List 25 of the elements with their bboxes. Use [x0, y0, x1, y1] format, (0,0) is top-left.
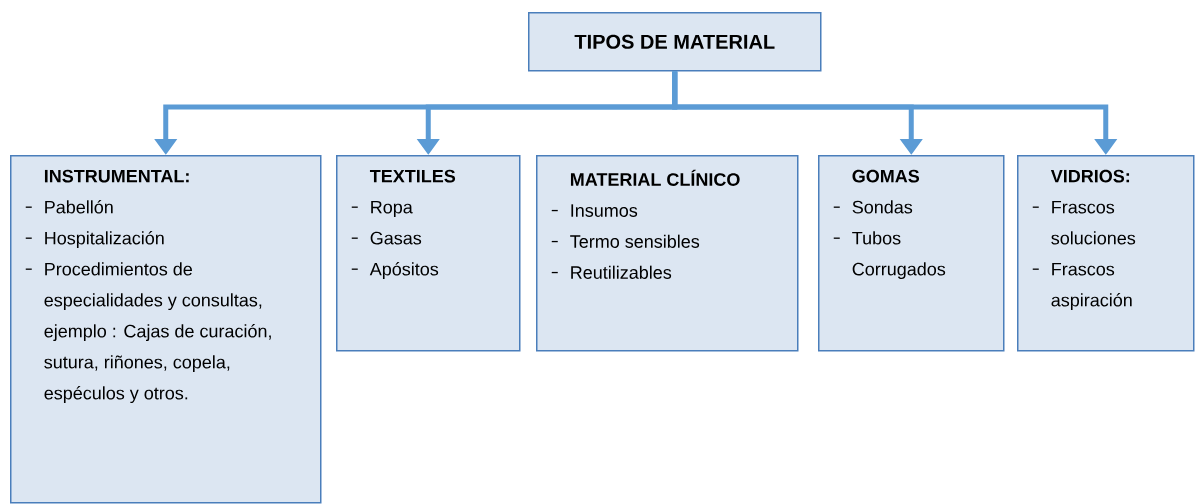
list-item: Hospitalización	[25, 231, 164, 249]
list-item: Reutilizables	[551, 265, 672, 279]
category-box	[336, 155, 521, 352]
category-box	[536, 155, 799, 352]
category-box	[1017, 155, 1195, 352]
list-item: Gasas	[351, 231, 422, 245]
list-item: Insumos	[551, 204, 638, 217]
heading: VIDRIOS:	[1050, 169, 1130, 183]
heading: MATERIAL CLÍNICO	[570, 169, 740, 186]
list-item: Pabellón	[25, 200, 113, 214]
list-item: Frascos soluciones	[1032, 200, 1136, 245]
list-item: Apósitos	[351, 262, 439, 280]
list-item: Sondas	[833, 200, 913, 214]
list-item: Tubos Corrugados	[833, 231, 946, 280]
category-box	[10, 155, 322, 504]
list-item: Procedimientos de especialidades y consultas, ejemplo : Cajas de curación, sutura, riñones, copela, espéculos y otros.	[25, 262, 271, 404]
heading: GOMAS	[852, 169, 920, 183]
title-text: TIPOS DE MATERIAL	[574, 34, 775, 49]
category-box	[818, 155, 1005, 352]
heading: TEXTILES	[369, 169, 456, 183]
list-item: Ropa	[351, 200, 413, 218]
title-box	[528, 12, 822, 72]
heading: INSTRUMENTAL:	[44, 169, 189, 183]
list-item: Frascos aspiración	[1032, 262, 1132, 311]
list-item: Termo sensibles	[551, 234, 700, 248]
